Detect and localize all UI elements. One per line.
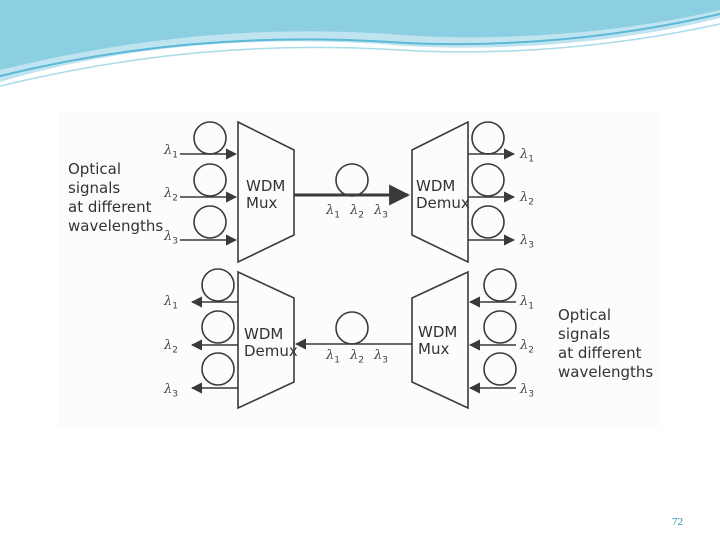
bottom-right-source-3 xyxy=(483,352,517,386)
lambda-label: λ1 xyxy=(520,294,534,312)
lambda-label: λ3 xyxy=(164,229,178,247)
bottom-right-source-1 xyxy=(483,268,517,302)
left-group-label-line: at different xyxy=(68,198,152,216)
right-group-label-line: Optical xyxy=(558,306,611,324)
lambda-label: λ1 xyxy=(520,147,534,165)
bottom-left-demux-shape xyxy=(237,270,295,410)
lambda-label: λ1 xyxy=(164,294,178,312)
left-group-label: Optical signals at different wavelengths xyxy=(68,160,163,236)
bottom-right-mux-shape xyxy=(411,270,469,410)
top-left-mux-shape xyxy=(237,120,295,264)
box-label-line: Demux xyxy=(244,342,298,360)
box-label-line: Demux xyxy=(416,194,470,212)
lambda-label: λ3 xyxy=(374,203,388,221)
header-swoosh xyxy=(0,0,720,87)
box-label-line: WDM xyxy=(418,323,458,341)
bottom-left-output-1 xyxy=(201,268,235,302)
bottom-left-output-3 xyxy=(201,352,235,386)
top-right-demux-label: WDM Demux xyxy=(416,178,470,212)
bottom-trunk-circle xyxy=(335,311,369,345)
lambda-label: λ2 xyxy=(164,186,178,204)
lambda-label: λ2 xyxy=(350,348,364,366)
wdm-diagram xyxy=(180,120,517,410)
lambda-label: λ1 xyxy=(326,203,340,221)
left-group-label-line: Optical xyxy=(68,160,121,178)
lambda-label: λ3 xyxy=(164,382,178,400)
lambda-label: λ2 xyxy=(520,190,534,208)
right-group-label: Optical signals at different wavelengths xyxy=(558,306,653,382)
top-left-mux-label: WDM Mux xyxy=(246,178,285,212)
lambda-label: λ1 xyxy=(326,348,340,366)
box-label-line: Mux xyxy=(246,194,278,212)
top-right-output-3 xyxy=(471,205,505,239)
lambda-label: λ2 xyxy=(350,203,364,221)
right-group-label-line: wavelengths xyxy=(558,363,654,381)
left-group-label-line: wavelengths xyxy=(68,217,164,235)
top-right-demux-shape xyxy=(411,120,469,264)
diagram-background xyxy=(58,112,660,428)
right-group-label-line: signals xyxy=(558,325,611,343)
bottom-left-output-2 xyxy=(201,310,235,344)
lambda-label: λ3 xyxy=(520,382,534,400)
lambda-label: λ3 xyxy=(520,233,534,251)
top-left-source-2 xyxy=(193,163,227,197)
lambda-label: λ3 xyxy=(374,348,388,366)
box-label-line: Mux xyxy=(418,340,450,358)
top-trunk-circle xyxy=(335,163,369,197)
page-number: 72 xyxy=(672,516,683,528)
bottom-right-source-2 xyxy=(483,310,517,344)
top-left-source-3 xyxy=(193,205,227,239)
box-label-line: WDM xyxy=(246,177,286,195)
lambda-label: λ2 xyxy=(520,338,534,356)
left-group-label-line: signals xyxy=(68,179,121,197)
lambda-label: λ2 xyxy=(164,338,178,356)
lambda-label: λ1 xyxy=(164,143,178,161)
bottom-right-mux-label: WDM Mux xyxy=(418,324,457,358)
bottom-left-demux-label: WDM Demux xyxy=(244,326,298,360)
right-group-label-line: at different xyxy=(558,344,642,362)
box-label-line: WDM xyxy=(416,177,456,195)
top-right-output-2 xyxy=(471,163,505,197)
box-label-line: WDM xyxy=(244,325,284,343)
